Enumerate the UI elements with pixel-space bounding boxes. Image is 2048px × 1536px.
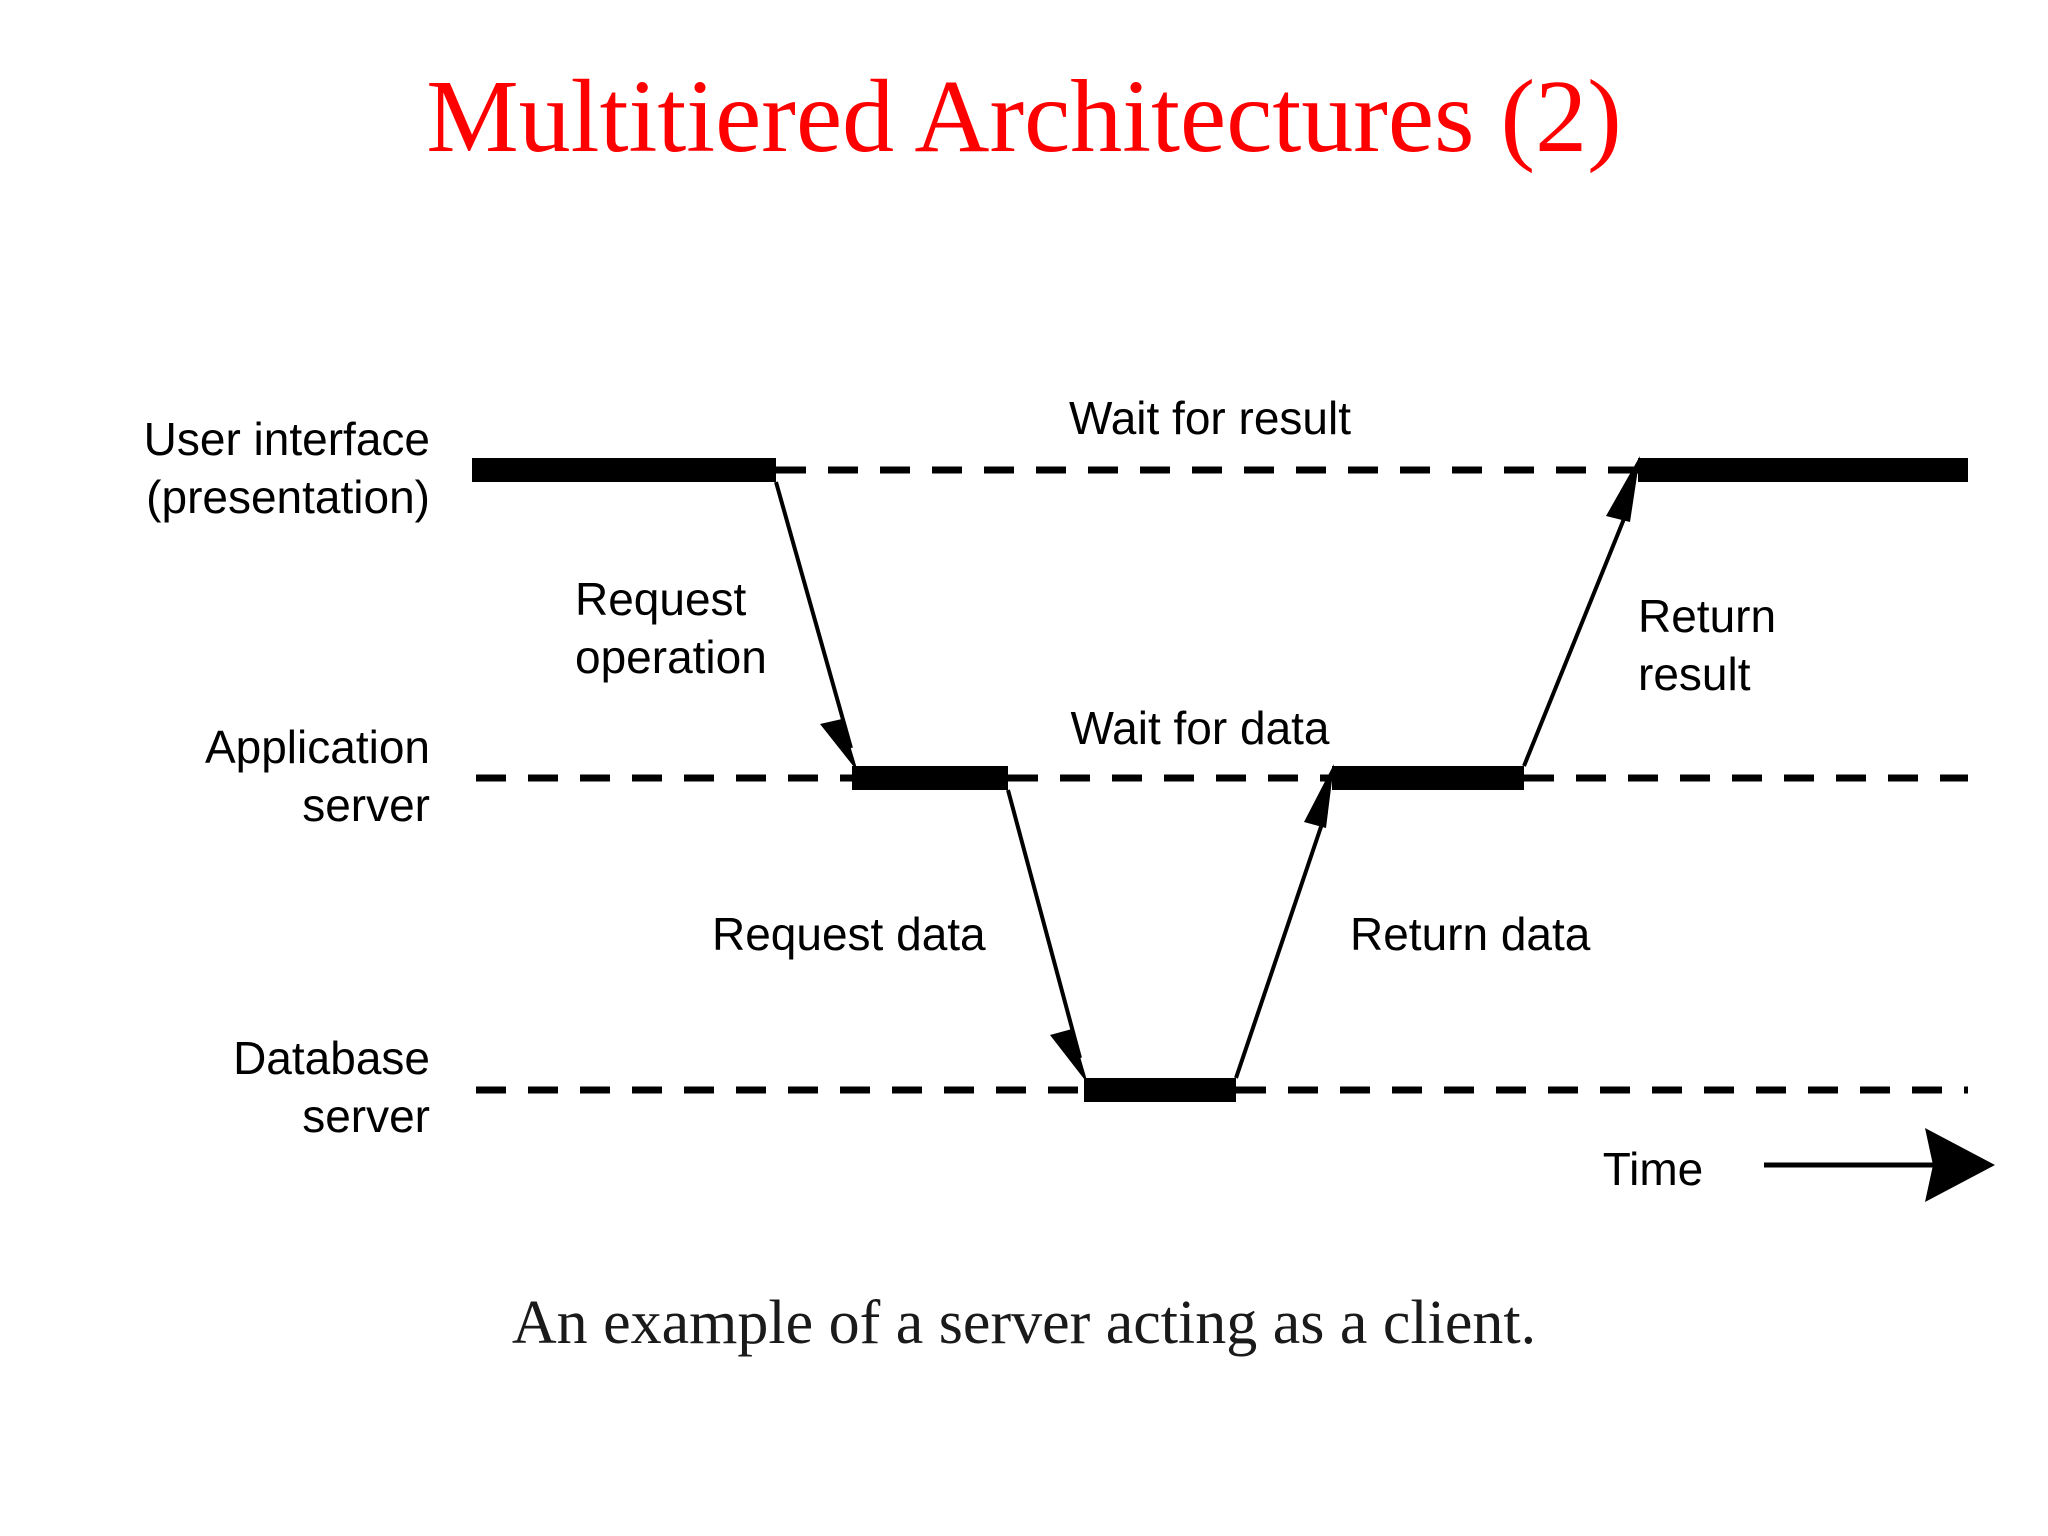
message-line-return-data — [1234, 811, 1328, 1079]
tier-label-database-server-line2: server — [302, 1090, 430, 1142]
arrowhead-return-data — [1304, 764, 1334, 828]
arrowhead-return-result — [1606, 456, 1640, 522]
message-label-request-operation-line2: operation — [575, 631, 767, 683]
tier-label-application-server: Application server — [205, 721, 430, 831]
wait-label-for-data: Wait for data — [1070, 702, 1329, 754]
tier-label-user-interface-line2: (presentation) — [146, 471, 430, 523]
tier-label-application-server-line1: Application — [205, 721, 430, 773]
message-label-request-operation-line1: Request — [575, 573, 747, 625]
time-axis: Time — [1603, 1128, 1995, 1202]
time-axis-label: Time — [1603, 1143, 1704, 1195]
tier-label-application-server-line2: server — [302, 779, 430, 831]
tier-label-database-server: Database server — [233, 1032, 430, 1142]
activity-bar-app-left — [852, 766, 1008, 790]
page-title: Multitiered Architectures (2) — [426, 59, 1622, 174]
message-arrow-request-data — [1006, 789, 1088, 1084]
tier-label-database-server-line1: Database — [233, 1032, 430, 1084]
message-arrow-return-data — [1234, 764, 1334, 1079]
time-axis-arrowhead-icon — [1925, 1128, 1995, 1202]
message-label-return-result-line2: result — [1638, 648, 1751, 700]
message-arrow-request-operation — [774, 481, 858, 772]
message-label-return-result: Return result — [1638, 590, 1776, 700]
timeline-database-server — [476, 1078, 1968, 1102]
timeline-application-server — [476, 766, 1968, 790]
arrowhead-request-operation — [820, 719, 858, 772]
activity-bar-ui-right — [1638, 458, 1968, 482]
activity-bar-db — [1084, 1078, 1236, 1102]
wait-label-for-result: Wait for result — [1069, 392, 1351, 444]
message-line-return-result — [1522, 503, 1632, 767]
message-label-request-data: Request data — [712, 908, 986, 960]
message-label-return-result-line1: Return — [1638, 590, 1776, 642]
tier-label-user-interface-line1: User interface — [144, 413, 430, 465]
arrowhead-request-data — [1050, 1029, 1088, 1084]
tier-label-user-interface: User interface (presentation) — [144, 413, 430, 523]
timeline-user-interface — [472, 458, 1968, 482]
message-label-return-data: Return data — [1350, 908, 1591, 960]
message-arrow-return-result — [1522, 456, 1640, 767]
activity-bar-app-right — [1332, 766, 1524, 790]
message-line-request-operation — [774, 481, 853, 749]
slide-caption: An example of a server acting as a clien… — [511, 1289, 1537, 1357]
message-line-request-data — [1006, 789, 1082, 1059]
message-label-request-operation: Request operation — [575, 573, 767, 683]
activity-bar-ui-left — [472, 458, 776, 482]
